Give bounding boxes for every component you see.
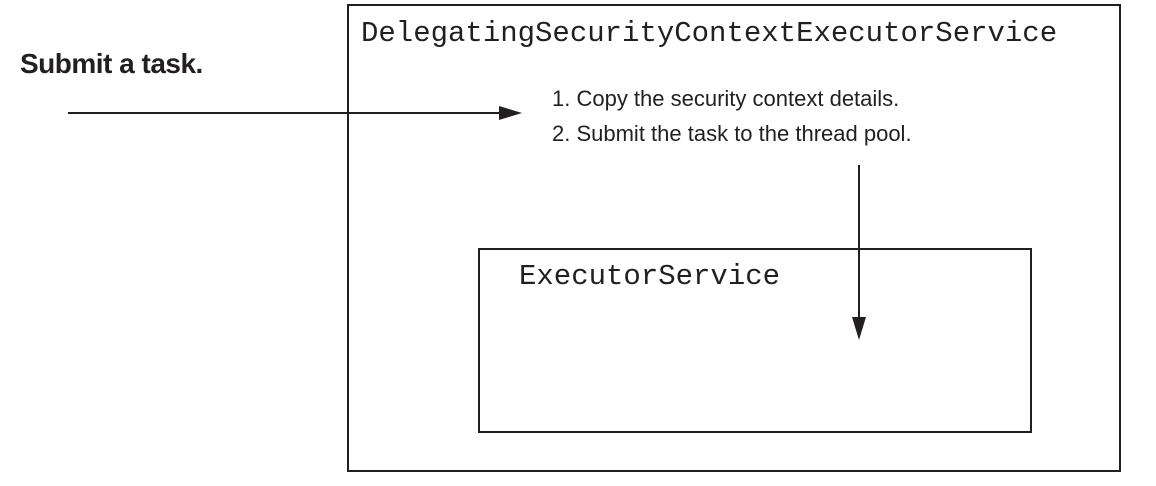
steps-list: 1. Copy the security context details. 2.… (552, 81, 912, 151)
outer-box-title: DelegatingSecurityContextExecutorService (361, 17, 1058, 50)
inner-box-title: ExecutorService (519, 260, 781, 293)
submit-task-label: Submit a task. (20, 48, 203, 79)
step-2: 2. Submit the task to the thread pool. (552, 121, 912, 146)
executor-service-box (478, 248, 1032, 433)
step-1: 1. Copy the security context details. (552, 86, 900, 111)
delegating-security-context-executor-service-box (347, 4, 1121, 472)
